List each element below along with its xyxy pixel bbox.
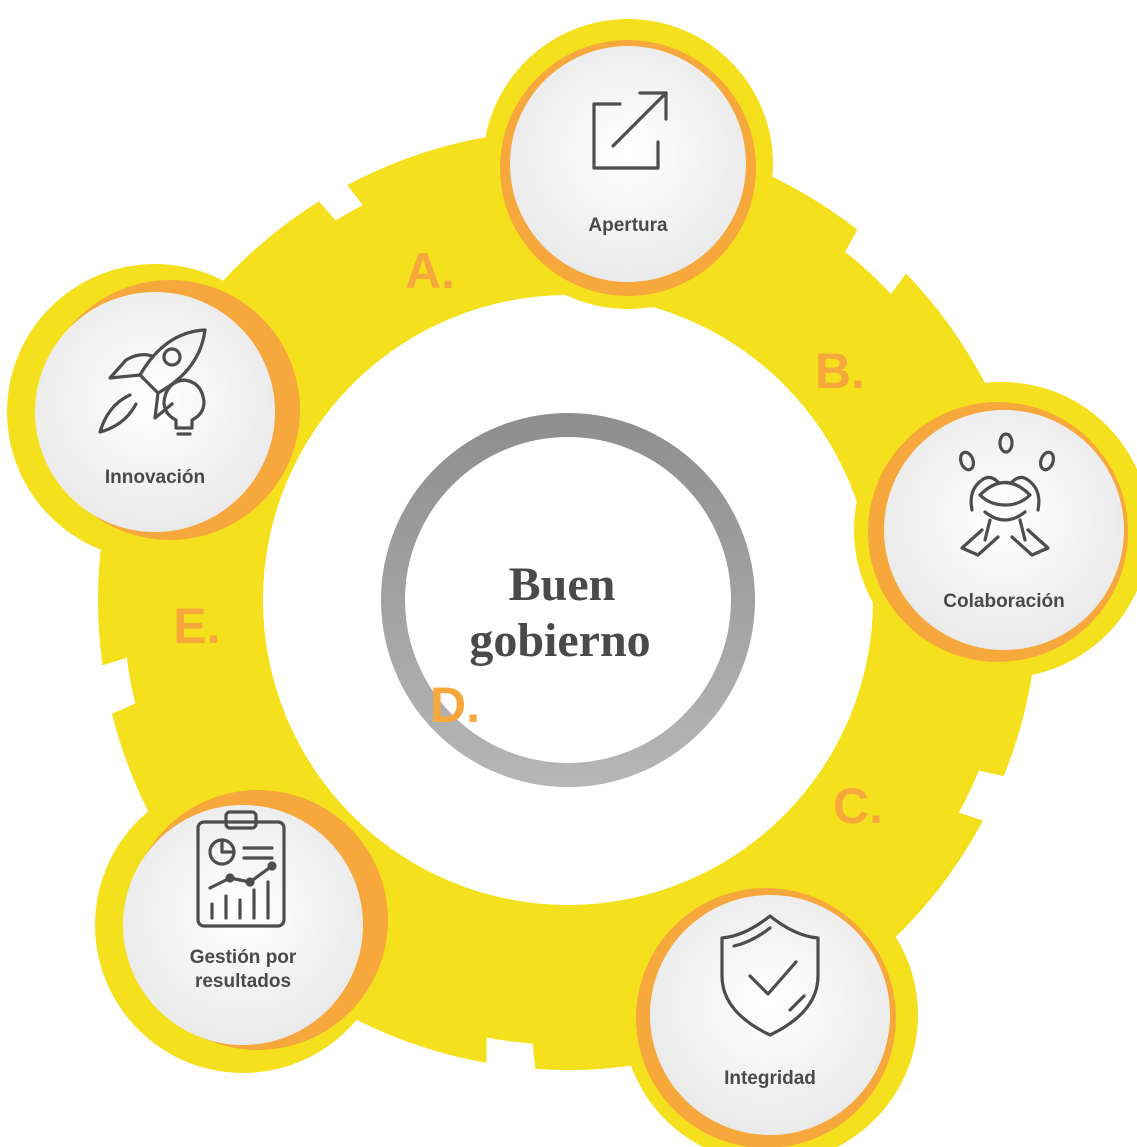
node-innovacion: Innovación: [7, 264, 303, 560]
handshake-coins-icon: [958, 432, 1056, 557]
rocket-lightbulb-icon: [98, 328, 207, 436]
node-label-apertura: Apertura: [588, 215, 668, 236]
node-integridad: Integridad: [622, 867, 918, 1147]
segment-letter-a: A.: [405, 243, 455, 299]
segment-letter-b: B.: [815, 343, 865, 399]
center-ring: [381, 413, 755, 787]
shield-check-icon: [720, 914, 820, 1037]
node-label-gestion-line1: Gestión por: [190, 947, 297, 968]
segment-letter-e: E.: [173, 598, 220, 654]
node-gestion-por-resultados: Gestión por resultados: [95, 777, 391, 1073]
center-title-line1: Buen: [509, 558, 616, 611]
node-label-colaboracion: Colaboración: [943, 591, 1064, 612]
clipboard-chart-icon: [196, 810, 286, 928]
node-label-integridad: Integridad: [724, 1068, 816, 1089]
segment-letter-d: D.: [430, 677, 480, 733]
node-colaboracion: Colaboración: [854, 382, 1137, 678]
segment-letter-c: C.: [833, 778, 883, 834]
node-label-gestion-line2: resultados: [195, 971, 291, 992]
external-link-icon: [592, 91, 668, 170]
node-apertura: Apertura: [483, 19, 773, 309]
center-title-line2: gobierno: [469, 614, 650, 667]
node-label-innovacion: Innovación: [105, 467, 205, 488]
